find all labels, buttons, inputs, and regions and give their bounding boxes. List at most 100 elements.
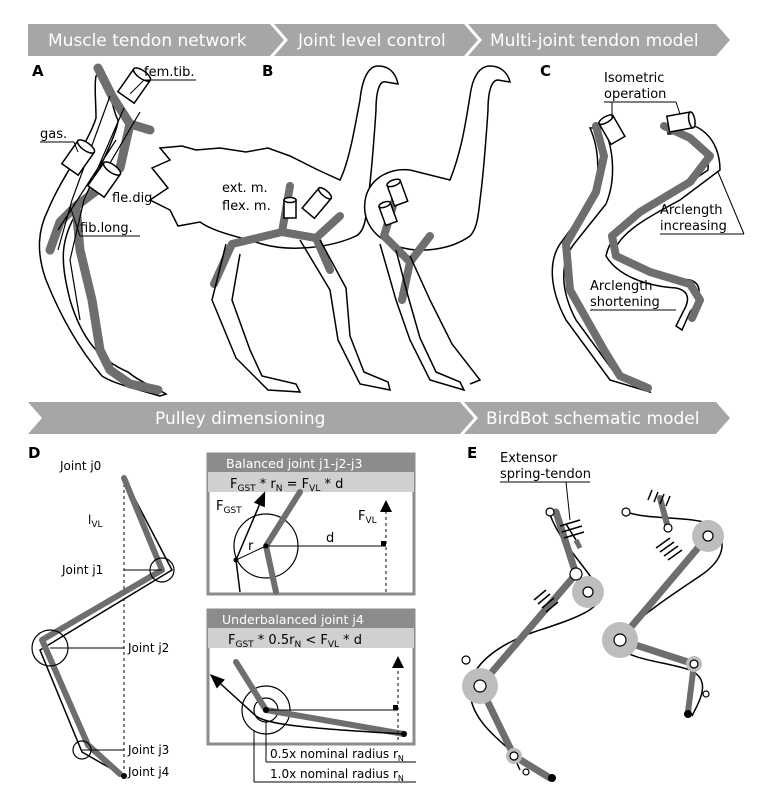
banner-label: Pulley dimensioning: [155, 409, 325, 429]
radius-line: [235, 545, 267, 561]
banner-pulley-dimensioning: Pulley dimensioning: [28, 402, 474, 434]
banner-label: Multi-joint tendon model: [490, 31, 699, 51]
tibia-link: [476, 570, 580, 690]
radius-sub: N: [398, 774, 404, 783]
banner-label: BirdBot schematic model: [486, 409, 700, 429]
banner-label: Muscle tendon network: [48, 31, 247, 51]
label-half-radius: 0.5x nominal radius rN: [270, 747, 404, 763]
flex-m-muscle-icon: [283, 196, 297, 219]
fle-dig-muscle-icon: [86, 161, 122, 199]
tendon-line: [235, 559, 241, 593]
isometric-muscle-icon: [665, 111, 696, 133]
tendon-lines: [57, 95, 141, 321]
label-l-vl: lVL: [88, 513, 103, 530]
tendon-line: [255, 715, 405, 735]
balanced-joint-box: Balanced joint j1-j2-j3 FGST * rN = FVL …: [206, 452, 416, 596]
isometric-muscle-icon: [598, 114, 626, 146]
force-vl-arrowhead: [380, 500, 392, 512]
label-fem-tib: fem.tib.: [144, 65, 194, 80]
tendon-outline: [469, 507, 601, 771]
label-r: r: [248, 539, 254, 554]
bone-upper: [233, 659, 269, 713]
label-isometric-line2: operation: [604, 87, 666, 102]
panel-label-a: A: [32, 62, 44, 80]
label-joint-j2: Joint j2: [127, 641, 169, 655]
f-main: F: [358, 509, 365, 524]
birdbot-leg-left: Extensor spring-tendon: [461, 451, 604, 782]
ostrich-legs-outline: [379, 243, 482, 392]
bone-lower: [263, 543, 279, 595]
eq-term: = F: [283, 477, 310, 492]
label-arclength-increasing-line1: Arclength: [660, 203, 723, 218]
leg-bones: [39, 475, 165, 777]
ext-m-muscle-icon: [301, 186, 333, 220]
foot-point: [121, 773, 127, 779]
panel-label-d: D: [28, 444, 40, 462]
bone-lower: [263, 707, 407, 737]
eq-term: * 0.5r: [254, 633, 295, 648]
label-f-vl: FVL: [358, 509, 377, 526]
eq-sub: GST: [235, 640, 254, 650]
label-joint-j4: Joint j4: [127, 765, 169, 779]
leg-outer-tendon: [39, 477, 173, 777]
l-vl-sub: VL: [91, 520, 102, 530]
underbalanced-joint-box: Underbalanced joint j4 FGST * 0.5rN < FV…: [206, 608, 416, 783]
femur-link: [552, 508, 580, 578]
spring-coil: [647, 489, 653, 501]
eq-sub: VL: [309, 484, 320, 494]
femur-link: [657, 495, 671, 531]
ostrich-body-outline: [148, 65, 399, 249]
panel-a-leg: fem.tib. gas. fle.dig. fib.long.: [38, 63, 196, 397]
banner-label: Joint level control: [297, 31, 446, 51]
eq-term: F: [228, 633, 235, 648]
label-f-gst: FGST: [216, 499, 242, 516]
ostrich-left: ext. m. flex. m.: [148, 65, 399, 393]
eq-sub: N: [276, 484, 283, 494]
banner-joint-level-control: Joint level control: [274, 24, 478, 56]
eq-term: < F: [301, 633, 328, 648]
label-arclength-shortening-line2: shortening: [590, 295, 660, 310]
banner-muscle-tendon-network: Muscle tendon network: [28, 24, 284, 56]
force-gst-arrow: [209, 673, 257, 717]
eq-term: * d: [320, 477, 343, 492]
ostrich-legs-outline: [211, 239, 392, 393]
panel-label-b: B: [262, 62, 273, 80]
label-joint-j0: Joint j0: [59, 459, 101, 473]
flex-m-muscle-icon: [377, 200, 399, 227]
f-sub: GST: [223, 506, 242, 516]
banner-birdbot-schematic-model: BirdBot schematic model: [464, 402, 730, 434]
eq-sub: N: [294, 640, 301, 650]
label-extensor-line1: Extensor: [500, 451, 558, 466]
banner-multi-joint-tendon-model: Multi-joint tendon model: [468, 24, 730, 56]
ostrich-right: [363, 65, 512, 392]
eq-term: F: [230, 477, 237, 492]
radius-sub: N: [398, 754, 404, 763]
leg-bones: [45, 63, 163, 395]
underbalanced-equation: FGST * 0.5rN < FVL * d: [228, 633, 362, 650]
label-ext-m: ext. m.: [222, 181, 268, 196]
ext-m-muscle-icon: [386, 178, 409, 207]
balanced-equation: FGST * rN = FVL * d: [230, 477, 343, 494]
f-main: F: [216, 499, 223, 514]
label-isometric-line1: Isometric: [604, 71, 664, 86]
label-full-radius: 1.0x nominal radius rN: [270, 767, 404, 783]
label-arclength-shortening-line1: Arclength: [590, 279, 653, 294]
gas-muscle-icon: [60, 139, 96, 177]
label-arclength-increasing-line2: increasing: [660, 219, 727, 234]
panel-label-e: E: [467, 444, 477, 462]
underbalanced-title: Underbalanced joint j4: [222, 612, 364, 627]
eq-term: * d: [339, 633, 362, 648]
label-flex-m: flex. m.: [222, 199, 271, 214]
toe-link: [685, 661, 697, 715]
eq-term: * r: [256, 477, 277, 492]
panel-c-legs: Isometric operation Arclength increasing…: [551, 71, 745, 394]
label-fib-long: fib.long.: [80, 221, 133, 236]
birdbot-leg-right: [602, 489, 724, 718]
eq-sub: VL: [328, 640, 339, 650]
eq-sub: GST: [237, 484, 256, 494]
label-extensor-line2: spring-tendon: [500, 467, 591, 482]
tibia-link: [616, 532, 712, 644]
l-vl-main: l: [88, 513, 91, 527]
spring-coil: [533, 589, 547, 601]
